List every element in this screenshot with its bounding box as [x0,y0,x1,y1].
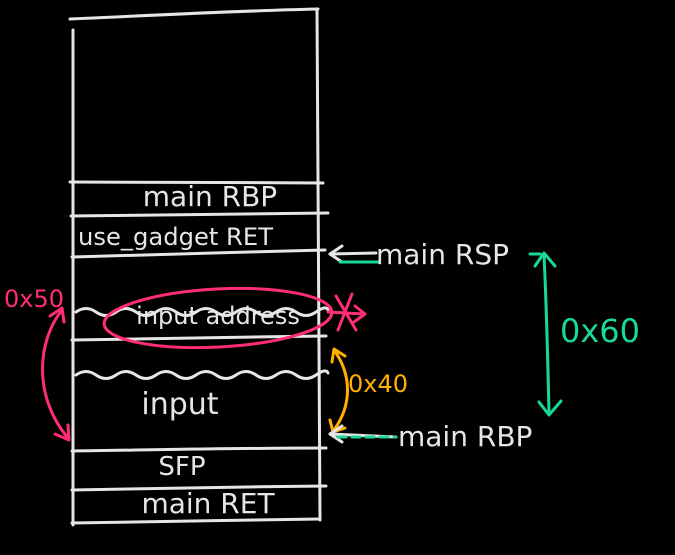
slot-sfp: SFP [158,452,205,482]
pink-annotations [41,286,367,442]
main-rsp-label: main RSP [376,238,509,271]
main-rsp-arrow-head [328,244,344,264]
stack-left-edge [71,28,75,527]
slot-use-gadget-ret: use_gadget RET [78,223,273,251]
main-rbp-label: main RBP [398,420,532,453]
green-annotations [528,251,563,417]
divider-wavy-2 [74,369,330,380]
slot-labels: main RBP use_gadget RET input address in… [78,180,300,520]
divider-1 [68,180,325,185]
main-rbp-arrow-head [328,424,344,444]
offset-0x60-arrowhead-bottom [537,399,563,417]
offset-0x50-arrowhead-bottom [53,423,71,442]
offset-0x60-label: 0x60 [560,312,640,350]
slot-input-address: input address [136,302,300,330]
offset-0x50-label: 0x50 [4,285,64,313]
stack-bottom-edge [70,517,322,525]
stack-top-edge [68,7,320,21]
offset-0x60-arrowhead-top [533,251,557,268]
divider-3 [70,248,327,259]
orange-annotations [328,347,349,434]
stack-right-edge [315,7,322,522]
slot-input: input [141,387,218,422]
offset-0x50-arrowhead-top [48,306,66,324]
main-rsp-arrow-shaft [328,251,378,256]
divider-5 [70,446,328,453]
divider-2 [69,211,330,218]
divider-wavy-1 [74,306,330,317]
offset-0x50-bracket [41,308,70,440]
slot-main-rbp-saved: main RBP [143,180,277,213]
stack-outline [68,7,330,527]
pointer-arrows [328,244,398,444]
divider-6 [70,484,328,492]
offset-0x40-bracket [332,348,349,432]
offset-0x40-arrowhead-top [330,347,347,364]
slot-main-ret: main RET [141,487,275,520]
x-mark-arrow [326,304,367,324]
offset-0x60-shaft [542,252,551,416]
offset-0x40-label: 0x40 [348,370,408,398]
